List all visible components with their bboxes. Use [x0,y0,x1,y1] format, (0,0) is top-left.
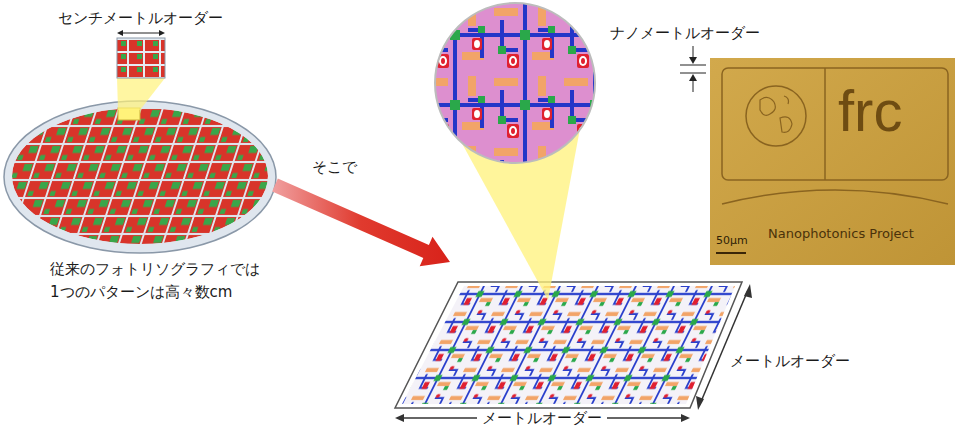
caption-note: 従来のフォトリソグラフィでは 1つのパターンは高々数cm [50,258,272,303]
logo-text: frc [838,82,902,140]
micrograph [710,58,955,265]
arrow-label: そこで [312,158,357,177]
dimension-label: センチメートルオーダー [58,9,223,28]
dimension-label: メートルオーダー [730,352,850,371]
projection-cone [117,78,165,110]
dimension-arrow [117,30,165,36]
logo-caption: Nanophotonics Project [768,226,914,242]
dimension-arrow [395,284,752,422]
dimension-label: ナノメートルオーダー [610,24,760,43]
dimension-label: メートルオーダー [477,409,607,428]
scale-bar-label: 50μm [716,234,748,248]
transition-arrow [272,179,450,267]
magnified-pattern [435,3,595,163]
nano-marker [680,46,706,92]
large-panel [395,282,742,408]
wafer [4,101,276,253]
chip [117,38,165,78]
